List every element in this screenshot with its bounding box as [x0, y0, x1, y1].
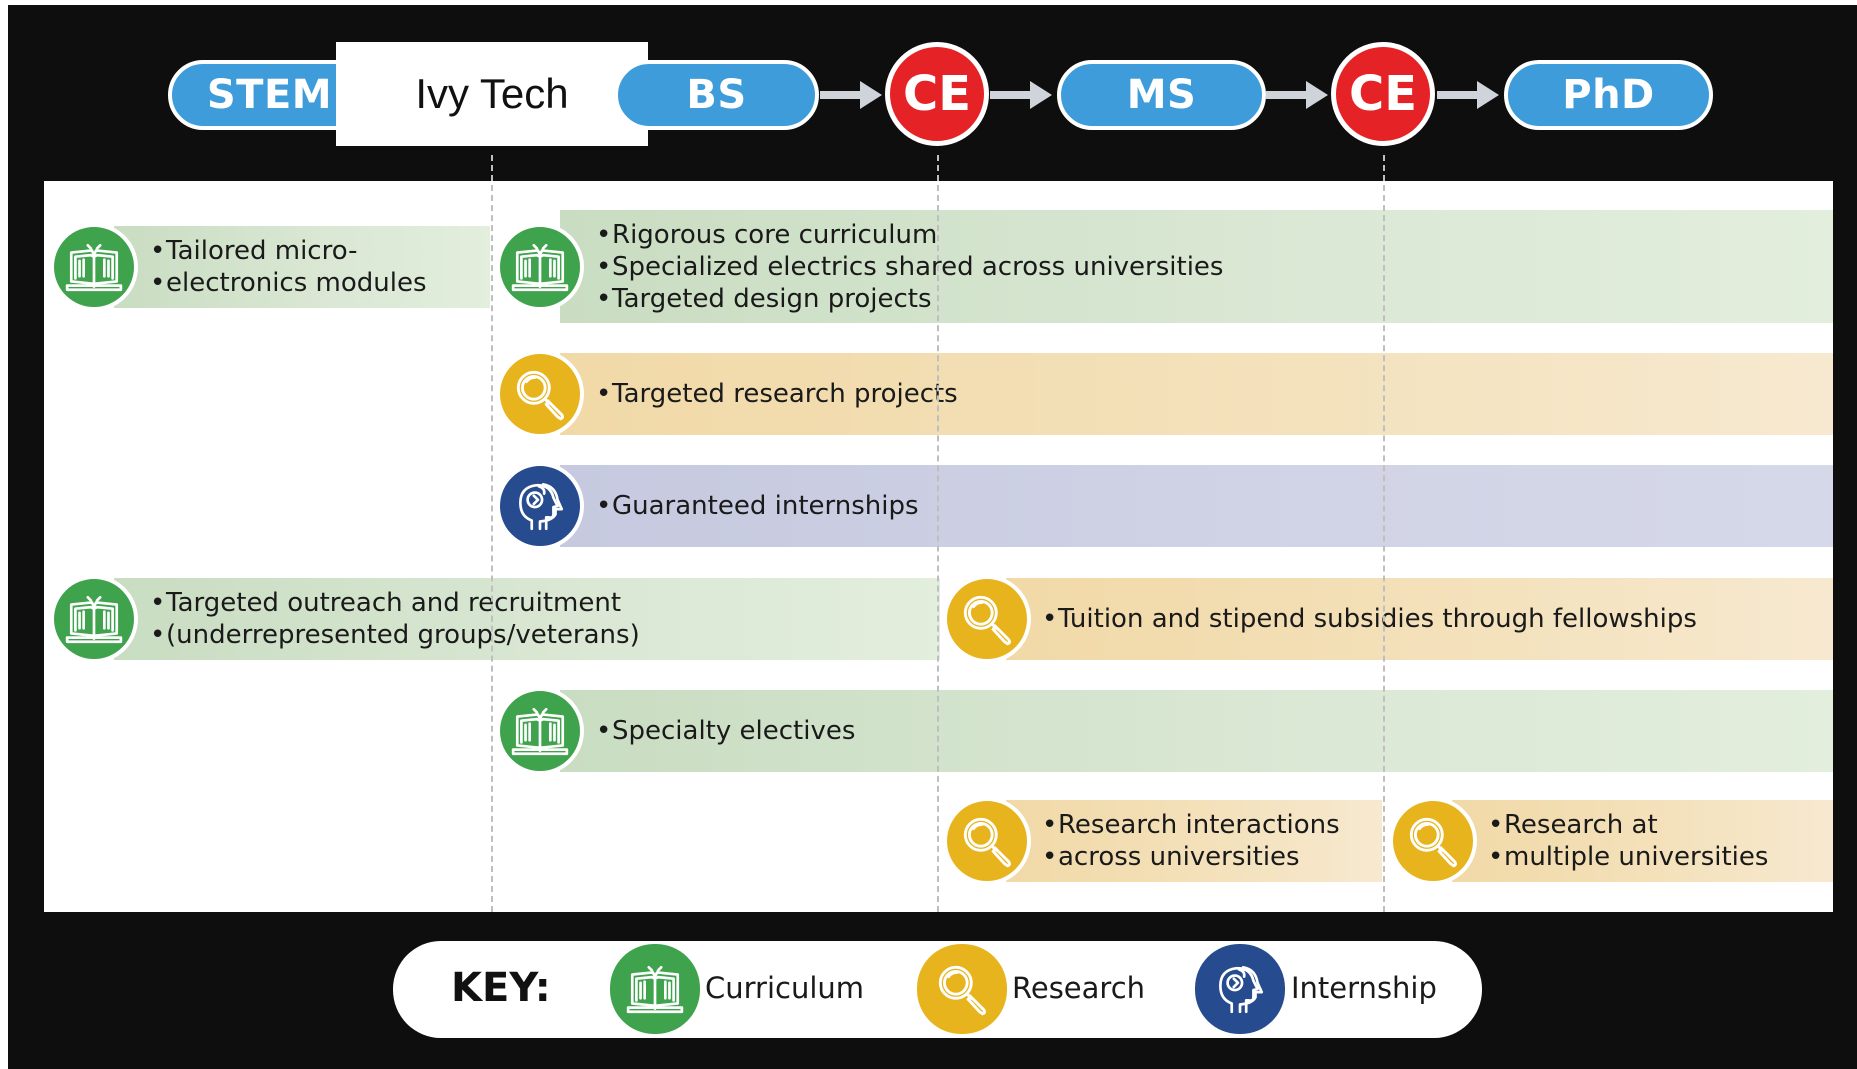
key-label-research: Research: [1012, 971, 1146, 1005]
band-research-interactions: Research interactions across universitie…: [1006, 800, 1382, 882]
stage-bs-pill: BS: [614, 60, 819, 130]
band-core-curriculum: Rigorous core curriculum Specialized ele…: [560, 210, 1833, 323]
head-icon: [496, 462, 584, 550]
band-item: multiple universities: [1488, 841, 1768, 873]
stage-stem-label: STEM: [206, 72, 333, 118]
magnifier-icon: [943, 797, 1031, 885]
stage-ce-label-2: CE: [1348, 66, 1417, 122]
band-micro-electronics: Tailored micro- electronics modules: [114, 226, 490, 308]
stage-ce-badge: CE: [885, 42, 989, 146]
stage-divider-line: [491, 155, 493, 912]
stage-ms-label: MS: [1126, 72, 1197, 118]
band-item: Specialized electrics shared across univ…: [596, 251, 1223, 283]
stage-divider-line: [937, 155, 939, 912]
book-icon: [496, 223, 584, 311]
magnifier-icon: [943, 575, 1031, 663]
band-research-projects: Targeted research projects: [560, 353, 1833, 435]
magnifier-icon: [917, 944, 1007, 1034]
key-label-internship: Internship: [1291, 971, 1437, 1005]
book-icon: [610, 944, 700, 1034]
band-item: Tailored micro-: [150, 235, 427, 267]
band-specialty-electives: Specialty electives: [560, 690, 1833, 772]
band-item: Guaranteed internships: [596, 490, 919, 522]
band-item: Research interactions: [1042, 809, 1340, 841]
stage-divider-line: [1383, 155, 1385, 912]
band-item: Specialty electives: [596, 715, 855, 747]
band-item: Targeted design projects: [596, 283, 1223, 315]
stage-ms-pill: MS: [1057, 60, 1266, 130]
band-item: electronics modules: [150, 267, 427, 299]
band-research-multiple: Research at multiple universities: [1452, 800, 1833, 882]
band-fellowships: Tuition and stipend subsidies through fe…: [1006, 578, 1833, 660]
band-item: across universities: [1042, 841, 1340, 873]
book-icon: [50, 575, 138, 663]
band-outreach: Targeted outreach and recruitment (under…: [114, 578, 940, 660]
band-item: Targeted research projects: [596, 378, 958, 410]
band-item: Tuition and stipend subsidies through fe…: [1042, 603, 1697, 635]
key-label-curriculum: Curriculum: [705, 971, 865, 1005]
stage-ivy-tech-label: Ivy Tech: [415, 70, 569, 117]
stage-bs-label: BS: [686, 72, 747, 118]
arrow-right-icon: [990, 78, 1052, 112]
stage-ce-badge-2: CE: [1331, 42, 1435, 146]
band-internships: Guaranteed internships: [560, 465, 1833, 547]
stage-ivy-tech-box: Ivy Tech: [336, 42, 648, 146]
stage-phd-label: PhD: [1562, 72, 1655, 118]
key-title: KEY:: [451, 965, 551, 1011]
head-icon: [1195, 944, 1285, 1034]
book-icon: [496, 687, 584, 775]
band-item: Targeted outreach and recruitment: [150, 587, 640, 619]
legend-key: KEY: Curriculum Research Internship: [393, 941, 1482, 1038]
magnifier-icon: [1389, 797, 1477, 885]
band-item: Research at: [1488, 809, 1768, 841]
band-item: (underrepresented groups/veterans): [150, 619, 640, 651]
stage-phd-pill: PhD: [1504, 60, 1713, 130]
arrow-right-icon: [1266, 78, 1328, 112]
arrow-right-icon: [820, 78, 882, 112]
stage-ce-label: CE: [902, 66, 971, 122]
band-item: Rigorous core curriculum: [596, 219, 1223, 251]
book-icon: [50, 223, 138, 311]
magnifier-icon: [496, 350, 584, 438]
arrow-right-icon: [1437, 78, 1499, 112]
